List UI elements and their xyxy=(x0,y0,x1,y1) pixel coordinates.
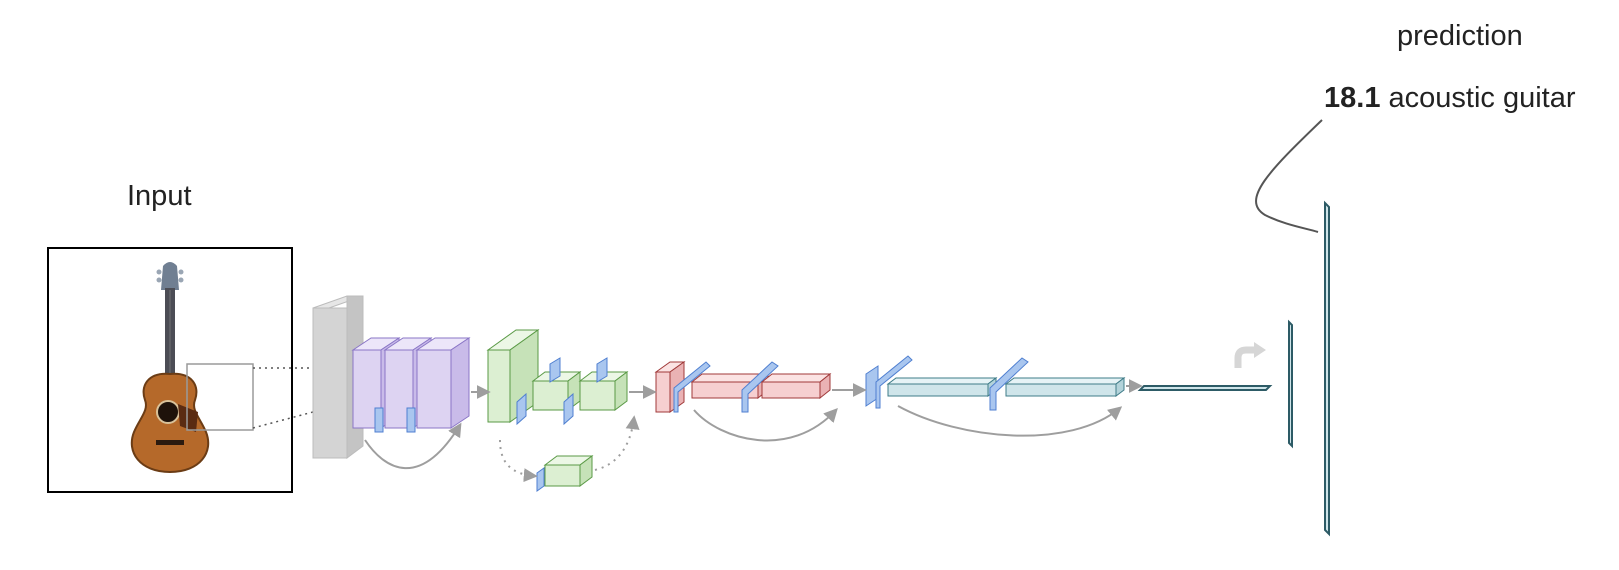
stage4-layer xyxy=(886,377,998,397)
prediction-class: acoustic guitar xyxy=(1388,82,1576,114)
shortcut-block xyxy=(875,355,913,409)
stage2-layer xyxy=(578,371,629,411)
shortcut-block xyxy=(536,467,545,492)
shortcut-block xyxy=(549,357,561,383)
stage3-block xyxy=(654,361,832,413)
input-image-frame xyxy=(47,247,314,493)
shortcut-block xyxy=(563,392,574,426)
stage2-downsample-layer xyxy=(486,329,540,423)
stage2-branch-layer xyxy=(543,455,594,487)
fc-layer xyxy=(1288,319,1293,449)
stage3-layer xyxy=(760,372,832,400)
acoustic-guitar-image xyxy=(130,262,210,474)
flow-arrows xyxy=(364,379,1143,483)
prediction-result: 18.1 acoustic guitar xyxy=(1324,82,1576,115)
shortcut-block xyxy=(741,361,779,413)
shortcut-block xyxy=(673,361,711,413)
receptive-field-box xyxy=(186,363,254,431)
shortcut-block xyxy=(989,357,1029,411)
turn-arrow-icon xyxy=(1234,342,1266,368)
output-layer xyxy=(1324,200,1330,537)
global-pool-layer xyxy=(1137,385,1273,391)
shortcut-block xyxy=(596,357,608,383)
stage4-layer xyxy=(1004,377,1126,397)
shortcut-block xyxy=(374,407,384,433)
stage4-block xyxy=(865,355,1126,411)
prediction-score: 18.1 xyxy=(1324,82,1381,114)
stage1-block xyxy=(351,337,471,433)
input-label: Input xyxy=(127,180,192,212)
shortcut-block xyxy=(516,392,527,426)
stage1-layer xyxy=(415,337,471,429)
prediction-connector xyxy=(1255,119,1323,233)
shortcut-block xyxy=(406,407,416,433)
stage2-block xyxy=(486,329,629,492)
prediction-heading: prediction xyxy=(1397,20,1523,52)
